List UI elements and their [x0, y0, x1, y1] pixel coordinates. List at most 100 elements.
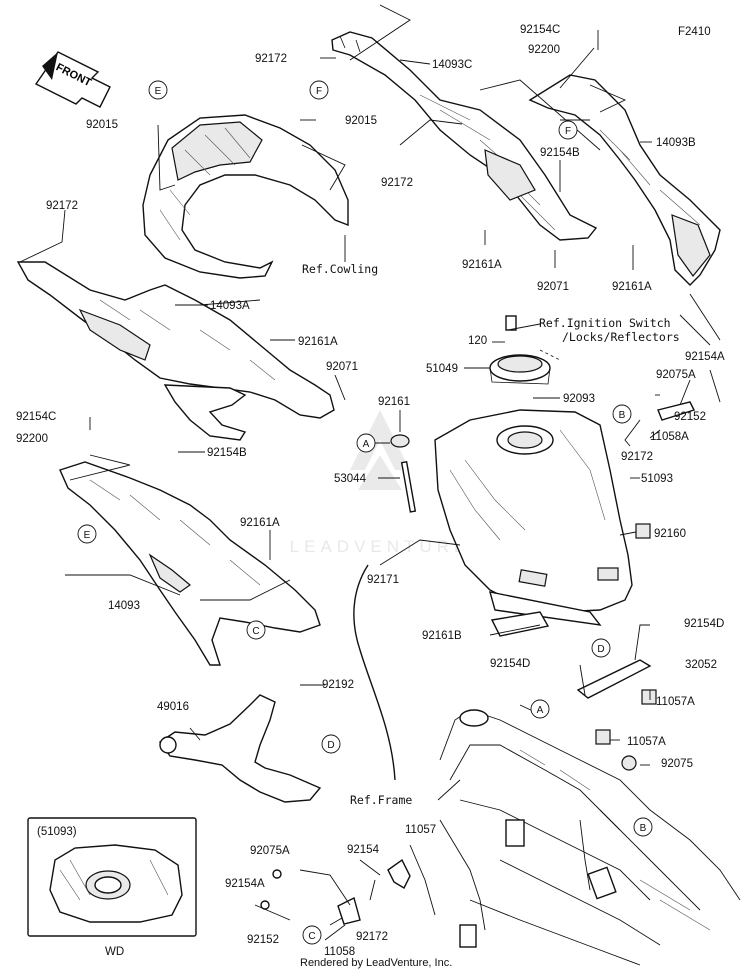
label-92071-mid: 92071	[326, 361, 358, 373]
label-92154d-left: 92154D	[490, 658, 530, 670]
part-92075-drawing	[621, 755, 637, 771]
front-arrow: FRONT	[34, 51, 111, 108]
part-92160-drawing	[635, 523, 651, 539]
part-14093b-drawing	[528, 74, 721, 286]
part-14093c-drawing	[331, 31, 598, 241]
label-92015-left: 92015	[86, 119, 118, 131]
label-51049: 51049	[426, 363, 458, 375]
callout-b-right: B	[612, 404, 632, 424]
svg-text:D: D	[597, 644, 604, 655]
svg-text:A: A	[363, 439, 370, 450]
callout-f-top: F	[309, 80, 329, 100]
fuel-tank-drawing	[434, 409, 633, 626]
label-14093c: 14093C	[432, 59, 472, 71]
inset-box: (51093) WD	[27, 817, 197, 958]
label-11057a-upper: 11057A	[656, 696, 695, 708]
inset-caption: WD	[105, 946, 124, 958]
part-53044-drawing	[400, 461, 417, 513]
svg-text:C: C	[308, 931, 315, 942]
svg-text:B: B	[640, 823, 647, 834]
part-92161b-drawing	[490, 611, 550, 637]
svg-text:C: C	[252, 626, 259, 637]
label-92154a-bottom: 92154A	[225, 878, 265, 890]
label-92200-left: 92200	[16, 433, 48, 445]
diagram-code: F2410	[678, 26, 711, 38]
label-92075: 92075	[661, 758, 693, 770]
label-92154d-right: 92154D	[684, 618, 724, 630]
label-92152-right: 92152	[674, 411, 706, 423]
part-32052-drawing	[576, 659, 657, 745]
ref-ignition-line2: /Locks/Reflectors	[562, 330, 680, 344]
label-92154a-right: 92154A	[685, 351, 725, 363]
svg-text:F: F	[565, 126, 571, 137]
label-92152-bottom: 92152	[247, 934, 279, 946]
fuel-cap-drawing	[489, 354, 551, 385]
lower-small-parts-drawing	[260, 401, 695, 925]
part-14093-drawing	[59, 461, 321, 666]
watermark-text: LEADVENTURE	[290, 537, 471, 556]
label-53044: 53044	[334, 473, 367, 485]
label-14093b: 14093B	[656, 137, 696, 149]
callout-e-left: E	[77, 524, 97, 544]
svg-text:E: E	[155, 86, 162, 97]
label-92161a-top: 92161A	[462, 259, 502, 271]
callout-c-bottom: C	[302, 925, 322, 945]
inset-title: (51093)	[37, 826, 77, 838]
label-92200-top: 92200	[528, 44, 560, 56]
label-32052: 32052	[685, 659, 717, 671]
label-51093: 51093	[641, 473, 673, 485]
label-92154c-left: 92154C	[16, 411, 56, 423]
label-92161a-mid: 92161A	[298, 336, 338, 348]
label-92075a-right: 92075A	[656, 369, 696, 381]
callout-d-tank: D	[591, 638, 611, 658]
label-92075a-bottom: 92075A	[250, 845, 290, 857]
label-92172-bottom: 92172	[356, 931, 388, 943]
part-120-drawing	[505, 315, 517, 331]
label-92161a-lower: 92161A	[240, 517, 280, 529]
label-92172-top: 92172	[255, 53, 287, 65]
ref-frame: Ref.Frame	[350, 793, 412, 807]
label-92093: 92093	[563, 393, 595, 405]
label-11058: 11058	[324, 946, 355, 958]
label-11058a: 11058A	[650, 431, 689, 443]
svg-text:D: D	[327, 740, 334, 751]
label-92154c-top: 92154C	[520, 24, 560, 36]
ref-ignition-line1: Ref.Ignition Switch	[539, 316, 671, 330]
callout-f-right: F	[558, 120, 578, 140]
label-92154b-top: 92154B	[540, 147, 580, 159]
frame-drawing	[439, 709, 741, 966]
svg-text:A: A	[537, 705, 544, 716]
label-92172-right: 92172	[621, 451, 653, 463]
label-92161b: 92161B	[422, 630, 462, 642]
label-11057: 11057	[405, 824, 436, 836]
callout-a-frame: A	[530, 699, 550, 719]
part-49016-drawing	[159, 694, 322, 803]
label-92160: 92160	[654, 528, 686, 540]
svg-text:E: E	[84, 530, 91, 541]
label-92071-top: 92071	[537, 281, 569, 293]
credit-text: Rendered by LeadVenture, Inc.	[300, 957, 452, 969]
hose-92192-drawing	[353, 564, 396, 781]
callout-c-mid: C	[246, 620, 266, 640]
label-92161a-right: 92161A	[612, 281, 652, 293]
label-92154-bottom: 92154	[347, 844, 380, 856]
label-92171: 92171	[367, 574, 399, 586]
label-92015-right: 92015	[345, 115, 377, 127]
svg-text:B: B	[619, 410, 626, 421]
label-92192: 92192	[322, 679, 354, 691]
watermark: LEADVENTURE	[290, 410, 471, 556]
label-92172-mid: 92172	[381, 177, 413, 189]
part-14093a-drawing	[16, 261, 335, 441]
label-49016: 49016	[157, 701, 189, 713]
callout-e-top: E	[148, 80, 168, 100]
part-92161-drawing	[390, 434, 410, 448]
ref-cowling: Ref.Cowling	[302, 262, 378, 276]
label-120: 120	[468, 335, 487, 347]
label-92161: 92161	[378, 396, 410, 408]
callout-a-left: A	[356, 433, 376, 453]
svg-text:F: F	[316, 86, 322, 97]
label-14093: 14093	[108, 600, 140, 612]
label-14093a: 14093A	[210, 300, 250, 312]
